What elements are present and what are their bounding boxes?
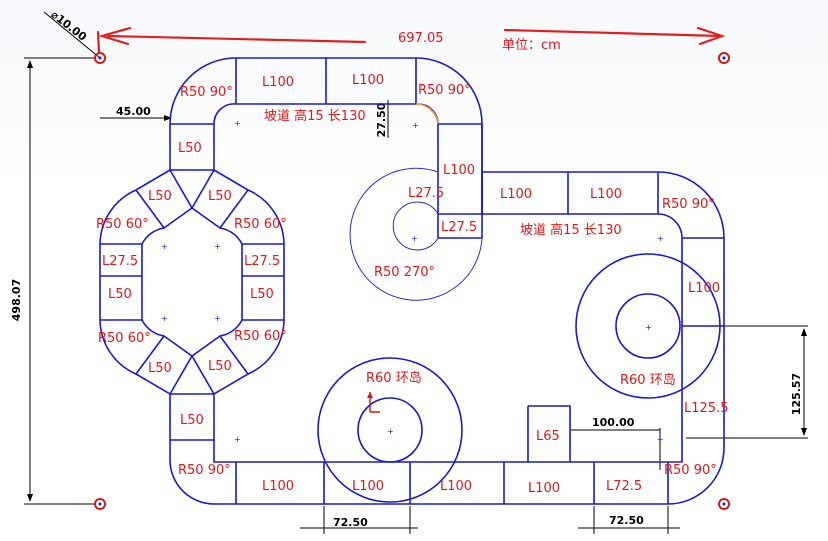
octagon-outer [99,169,285,395]
label-mid-l100-b: L100 [590,187,622,202]
mounting-holes [94,52,730,510]
hole-top-right [718,52,730,64]
label-oct-r50-tl: R50 60° [96,217,149,232]
svg-text:+: + [645,323,652,332]
total-height-label: 498.07 [10,279,23,321]
top-left-arc [169,57,237,170]
left-offset-label: 45.00 [116,105,151,118]
hole-bottom-left [94,498,106,510]
loop-inner [392,201,439,251]
label-bottom-l100-d: L100 [528,481,560,496]
right-arrow [503,26,726,46]
loop-stem [437,124,483,239]
svg-text:+: + [411,234,418,243]
hole-bottom-right [718,498,730,510]
label-top-r50-left: R50 90° [180,85,233,100]
bottom-right-arc [660,326,725,505]
label-mid-r50-right: R50 90° [662,197,715,212]
label-oct-l50-right: L50 [250,287,274,302]
label-mid-l100-vert: L100 [443,163,475,178]
hole-diameter-callout: ⌀10.00 [43,8,101,59]
label-loop-l275-bottom: L27.5 [441,220,477,235]
label-oct-r50-tr: R50 60° [234,217,287,232]
label-bottom-r50-left: R50 90° [178,463,231,478]
header-arrows [96,26,726,54]
top-straights [235,57,417,105]
right-roundabout-inner [615,293,681,359]
right-roundabout-outer [575,253,721,399]
octagon-inner [141,207,243,357]
label-bottom-r50-right: R50 90° [664,463,717,478]
label-ramp-top: 坡道 高15 长130 [264,108,366,124]
hole-diameter-label: ⌀10.00 [48,8,89,44]
svg-text:+: + [214,242,221,251]
unit-label: 单位：cm [502,38,561,53]
label-oct-r50-bl: R50 60° [98,331,151,346]
label-bottom-l100-b: L100 [352,479,384,494]
left-tick [96,30,101,54]
origin-marker [367,392,380,413]
label-bottom-l725: L72.5 [606,479,642,494]
left-arrow [98,26,367,46]
label-top-l100-a: L100 [262,75,294,90]
label-oct-l275-right: L27.5 [244,254,280,269]
label-bottom-l65: L65 [536,429,560,444]
label-left-l50-bottom: L50 [180,413,204,428]
label-oct-l50-tl: L50 [148,189,172,204]
label-bottom-l100-a: L100 [262,479,294,494]
label-top-l100-b: L100 [352,73,384,88]
right-circle-offset-label: 125.57 [790,373,803,415]
label-bottom-l100-c: L100 [440,479,472,494]
center-roundabout-outer [317,357,463,503]
label-top-r50-right: R50 90° [418,83,471,98]
label-oct-l50-left: L50 [108,287,132,302]
svg-text:+: + [161,242,168,251]
l65-box [527,405,571,462]
svg-text:+: + [234,435,241,444]
label-center-circle: R60 环岛 [366,370,422,386]
svg-text:+: + [161,314,168,323]
label-loop-l275-top: L27.5 [408,186,444,201]
label-oct-r50-br: R50 60° [234,329,287,344]
svg-text:+: + [214,314,221,323]
ramp-rise-label: 27.50 [375,102,388,137]
left-lower-column [169,394,236,505]
total-width-label: 697.05 [398,31,444,46]
middle-straights [481,171,659,215]
label-left-l50-top: L50 [178,141,202,156]
loop-outer [349,167,483,301]
svg-text:+: + [657,435,664,444]
svg-text:+: + [657,234,664,243]
label-ramp-mid: 坡道 高15 长130 [520,222,622,238]
dimension-lines [24,57,808,534]
bottom-left-gap-label: 72.50 [333,516,368,529]
label-oct-l50-bl: L50 [148,361,172,376]
label-oct-l275-left: L27.5 [102,254,138,269]
svg-text:+: + [412,121,419,130]
label-right-l100: L100 [688,281,720,296]
hole-top-left [94,52,106,64]
right-column [681,237,725,327]
bottom-offset-right-label: 100.00 [592,416,635,429]
svg-text:+: + [234,119,241,128]
label-loop-r50: R50 270° [374,265,435,280]
label-right-circle: R60 环岛 [620,372,676,388]
bottom-right-gap-label: 72.50 [609,514,644,527]
mid-right-arc [657,171,725,239]
label-oct-l50-tr: L50 [208,189,232,204]
segment-labels: L100 L100 R50 90° R50 90° 坡道 高15 长130 L5… [96,73,728,496]
track: + + + + + + + + + + + + [99,57,725,505]
center-roundabout-inner [357,397,423,463]
label-right-l1255: L125.5 [684,401,728,416]
bottom-straights [235,461,669,505]
label-oct-l50-br: L50 [208,359,232,374]
label-mid-l100-a: L100 [500,187,532,202]
center-marks: + + + + + + + + + + + + [161,119,664,444]
svg-text:+: + [387,427,394,436]
